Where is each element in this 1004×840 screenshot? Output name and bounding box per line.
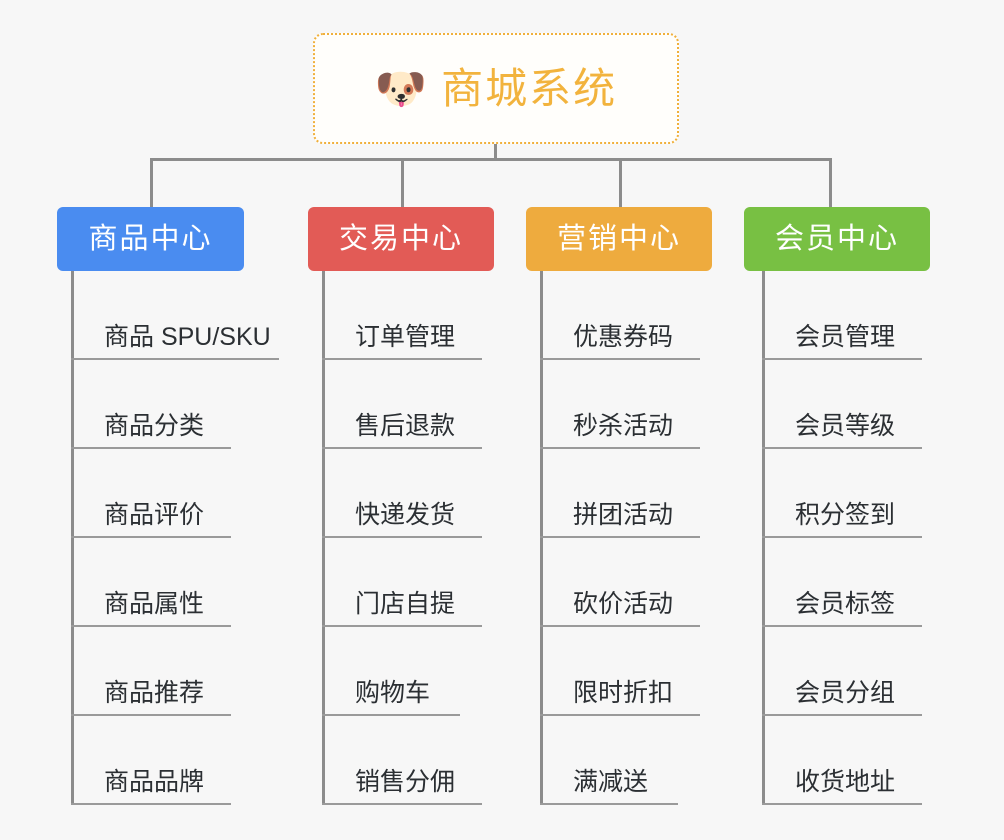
leaf-item-rule [540,714,700,716]
connector-horizontal-bus [150,158,831,161]
leaf-item[interactable]: 商品品牌 [71,716,271,805]
leaf-item-rule [540,536,700,538]
leaf-item-rule [322,358,482,360]
connector-drop-trade-center [401,158,404,207]
leaf-item[interactable]: 商品分类 [71,360,271,449]
leaf-item-rule [762,447,922,449]
leaf-item[interactable]: 砍价活动 [540,538,700,627]
leaf-item[interactable]: 限时折扣 [540,627,700,716]
leaf-item-label: 商品评价 [104,501,205,529]
leaf-item[interactable]: 购物车 [322,627,460,716]
leaf-item-rule [71,714,231,716]
leaf-item[interactable]: 优惠券码 [540,271,700,360]
leaf-item-rule [762,803,922,805]
leaf-item-rule [762,536,922,538]
leaf-item[interactable]: 商品评价 [71,449,271,538]
leaf-item-label: 拼团活动 [573,501,674,529]
leaf-item-label: 快递发货 [355,501,456,529]
category-box-trade-center[interactable]: 交易中心 [308,207,494,271]
leaf-item-rule [71,803,231,805]
leaf-item-label: 商品分类 [104,412,205,440]
leaf-item-label: 会员管理 [795,323,896,351]
leaf-item-label: 收货地址 [795,768,896,796]
connector-drop-marketing-center [619,158,622,207]
leaf-item-label: 销售分佣 [355,768,456,796]
leaf-item-rule [540,803,678,805]
category-label-member-center: 会员中心 [774,222,899,255]
leaf-item-label: 商品品牌 [104,768,205,796]
leaf-item-rule [322,803,482,805]
leaf-item-rule [762,714,922,716]
connector-root-stem [494,144,497,160]
category-label-product-center: 商品中心 [88,222,213,255]
leaf-item-rule [71,536,231,538]
leaf-item-label: 限时折扣 [573,679,674,707]
leaf-item[interactable]: 门店自提 [322,538,482,627]
leaf-item-rule [762,358,922,360]
leaf-item-rule [322,536,482,538]
category-label-trade-center: 交易中心 [338,222,463,255]
leaf-item-rule [71,358,279,360]
leaf-item-rule [71,447,231,449]
leaf-item-label: 满减送 [573,768,649,796]
connector-drop-member-center [829,158,832,207]
leaf-item-label: 会员等级 [795,412,896,440]
leaf-item[interactable]: 秒杀活动 [540,360,700,449]
leaf-column-trade-center: 订单管理售后退款快递发货门店自提购物车销售分佣 [322,271,482,805]
leaf-item-label: 会员标签 [795,590,896,618]
leaf-item[interactable]: 销售分佣 [322,716,482,805]
leaf-item-label: 积分签到 [795,501,896,529]
leaf-item[interactable]: 商品属性 [71,538,271,627]
shiba-dog-face-icon: 🐶 [374,64,428,112]
leaf-item[interactable]: 会员标签 [762,538,922,627]
leaf-spine-marketing-center [540,271,543,805]
leaf-item-label: 商品推荐 [104,679,205,707]
leaf-item[interactable]: 拼团活动 [540,449,700,538]
leaf-item-label: 门店自提 [355,590,456,618]
leaf-item[interactable]: 会员等级 [762,360,922,449]
leaf-spine-product-center [71,271,74,805]
category-box-product-center[interactable]: 商品中心 [57,207,244,271]
root-node[interactable]: 🐶 商城系统 [313,33,679,144]
leaf-item[interactable]: 售后退款 [322,360,482,449]
leaf-item[interactable]: 积分签到 [762,449,922,538]
connector-drop-product-center [150,158,153,207]
leaf-item-label: 商品属性 [104,590,205,618]
leaf-column-member-center: 会员管理会员等级积分签到会员标签会员分组收货地址 [762,271,922,805]
leaf-item-label: 秒杀活动 [573,412,674,440]
leaf-item-rule [322,447,482,449]
leaf-item[interactable]: 会员管理 [762,271,922,360]
leaf-item[interactable]: 快递发货 [322,449,482,538]
leaf-item[interactable]: 商品推荐 [71,627,271,716]
leaf-item-label: 售后退款 [355,412,456,440]
leaf-item-label: 订单管理 [355,323,456,351]
leaf-item-rule [540,358,700,360]
leaf-item-rule [540,625,700,627]
category-box-marketing-center[interactable]: 营销中心 [526,207,712,271]
leaf-item-rule [540,447,700,449]
leaf-item[interactable]: 会员分组 [762,627,922,716]
leaf-item-label: 会员分组 [795,679,896,707]
leaf-item-rule [322,714,460,716]
leaf-item[interactable]: 订单管理 [322,271,482,360]
leaf-item-label: 砍价活动 [573,590,674,618]
leaf-item-label: 商品 SPU/SKU [104,323,271,351]
leaf-item-rule [762,625,922,627]
category-label-marketing-center: 营销中心 [556,222,681,255]
leaf-spine-trade-center [322,271,325,805]
leaf-column-marketing-center: 优惠券码秒杀活动拼团活动砍价活动限时折扣满减送 [540,271,700,805]
root-title: 商城系统 [441,64,618,112]
leaf-item-label: 购物车 [355,679,431,707]
leaf-item-rule [71,625,231,627]
leaf-item[interactable]: 收货地址 [762,716,922,805]
leaf-item[interactable]: 商品 SPU/SKU [71,271,279,360]
leaf-column-product-center: 商品 SPU/SKU 商品分类商品评价商品属性商品推荐商品品牌 [71,271,279,805]
leaf-item[interactable]: 满减送 [540,716,678,805]
leaf-item-label: 优惠券码 [573,323,674,351]
category-box-member-center[interactable]: 会员中心 [744,207,930,271]
leaf-item-rule [322,625,482,627]
leaf-spine-member-center [762,271,765,805]
